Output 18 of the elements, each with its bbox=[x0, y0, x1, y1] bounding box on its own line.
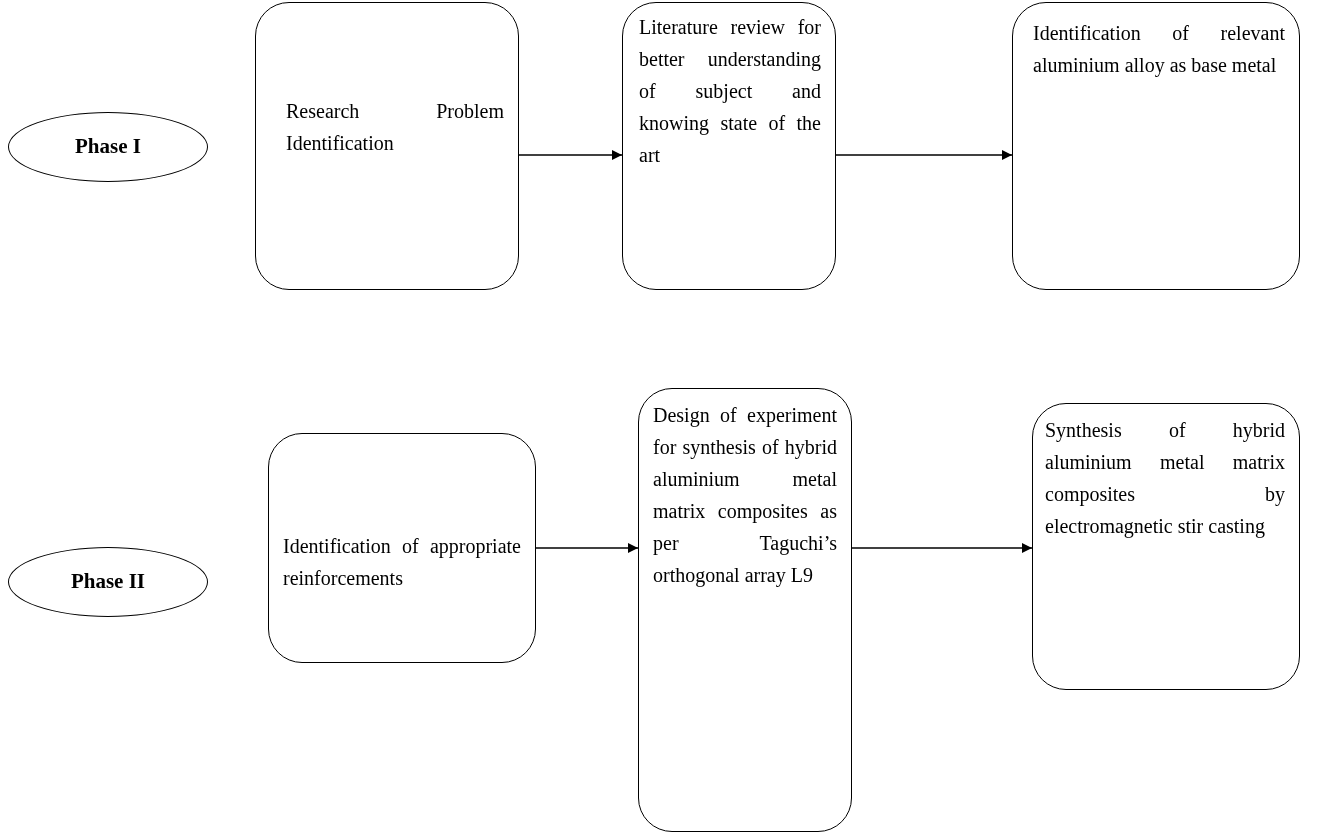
step-text: Synthesis of hybrid aluminium metal matrix composites by electromagnetic stir casting bbox=[1045, 418, 1285, 540]
step-text: Identification of relevant aluminium alloy as base metal bbox=[1033, 21, 1285, 79]
process-box bbox=[1032, 403, 1300, 690]
process-box bbox=[1012, 2, 1300, 290]
step-text: Research Problem Identification bbox=[286, 99, 504, 156]
arrow bbox=[851, 543, 1033, 553]
process-box bbox=[255, 2, 519, 290]
step-text: Design of experiment for synthesis of hybrid aluminium metal matrix composites as per Taguchi’s orthogonal array L9 bbox=[653, 403, 837, 589]
phase-ellipse: Phase II bbox=[8, 547, 208, 617]
process-box bbox=[638, 388, 852, 832]
process-box bbox=[622, 2, 836, 290]
phase-ellipse: Phase I bbox=[8, 112, 208, 182]
step-text: Identification of appropriate reinforcements bbox=[283, 534, 521, 591]
arrow bbox=[518, 150, 623, 160]
step-text: Literature review for better understanding of subject and knowing state of the art bbox=[639, 15, 821, 168]
arrow bbox=[835, 150, 1013, 160]
arrow bbox=[535, 543, 639, 553]
process-box bbox=[268, 433, 536, 663]
